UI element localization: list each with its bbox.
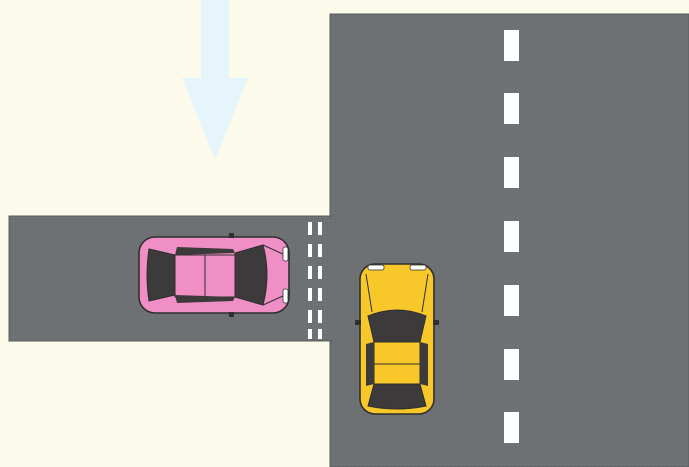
yellow-car (355, 264, 439, 414)
car-icon (355, 264, 439, 414)
car-icon (139, 233, 289, 317)
pink-car (139, 233, 289, 317)
